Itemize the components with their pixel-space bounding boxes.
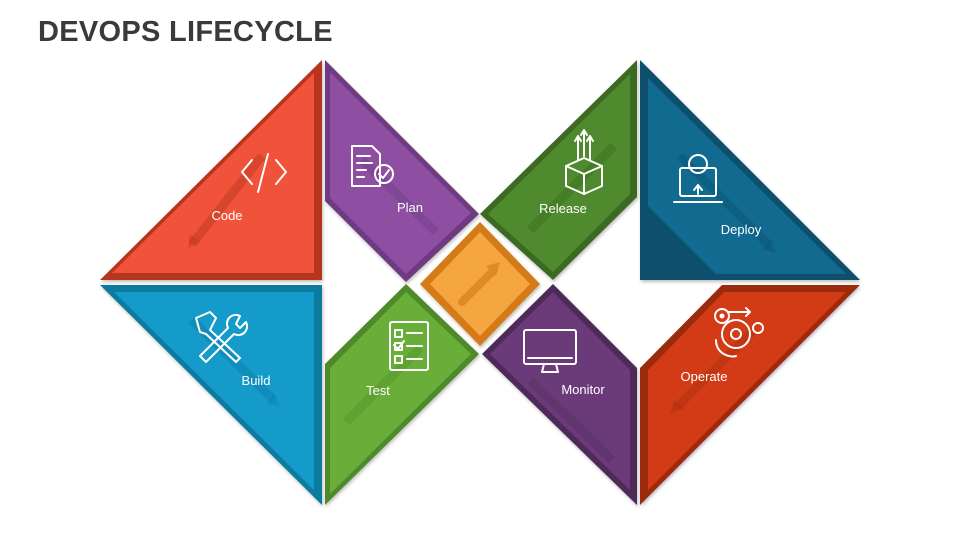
stage-code-label: Code (211, 208, 242, 223)
stage-build[interactable]: Build (100, 285, 322, 505)
monitor-icon (523, 329, 577, 373)
stage-monitor[interactable]: Monitor (482, 284, 637, 505)
code-brackets-icon (241, 153, 287, 193)
arrow-up-right-icon (458, 262, 500, 306)
checklist-icon (389, 321, 429, 371)
stage-build-label: Build (242, 373, 271, 388)
stage-test[interactable]: Test (325, 284, 479, 505)
stage-code[interactable]: Code (100, 60, 322, 280)
stage-plan[interactable]: Plan (325, 60, 479, 282)
stage-deploy[interactable]: Deploy (640, 60, 860, 280)
stage-plan-label: Plan (397, 200, 423, 215)
stage-operate-label: Operate (681, 369, 728, 384)
gears-icon (714, 307, 764, 358)
stage-release-label: Release (539, 201, 587, 216)
stage-monitor-label: Monitor (561, 382, 605, 397)
page-title: DEVOPS LIFECYCLE (38, 16, 333, 48)
stage-test-label: Test (366, 383, 390, 398)
box-upload-icon (565, 129, 603, 195)
wrench-hammer-icon (195, 311, 248, 363)
stage-deploy-label: Deploy (721, 222, 762, 237)
stage-operate[interactable]: Operate (640, 285, 860, 505)
laptop-globe-icon (673, 154, 723, 203)
stage-release[interactable]: Release (480, 60, 637, 280)
center-diamond (420, 222, 540, 346)
checklist-document-icon (351, 145, 394, 187)
